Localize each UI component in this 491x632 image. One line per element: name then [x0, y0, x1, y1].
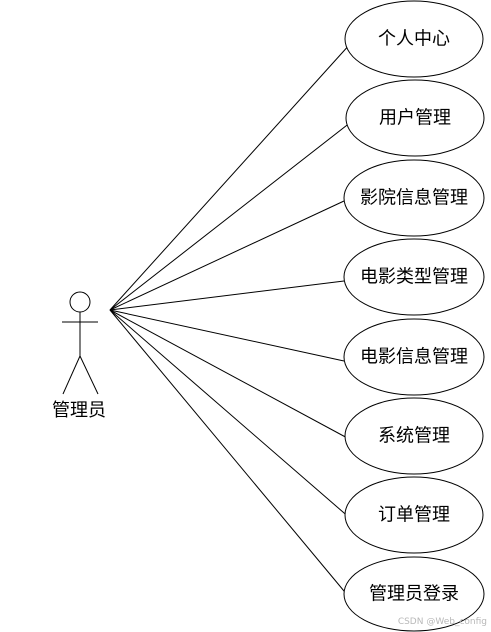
association-line-admin-login — [109, 309, 350, 598]
association-line-cinema-info-management — [109, 200, 345, 311]
association-lines — [109, 42, 352, 598]
use-case-ellipse — [344, 476, 484, 554]
use-case-cinema-info-management: 影院信息管理 — [343, 159, 485, 237]
actor-right-leg — [79, 355, 99, 395]
use-case-ellipse — [343, 159, 485, 237]
use-case-admin-login: 管理员登录 — [343, 556, 485, 632]
use-case-label: 管理员登录 — [369, 584, 459, 605]
association-line-movie-type-management — [109, 280, 345, 311]
use-case-label: 系统管理 — [378, 426, 450, 447]
use-case-system-management: 系统管理 — [344, 397, 484, 475]
use-case-ellipse — [343, 318, 485, 396]
association-line-user-management — [109, 121, 352, 311]
actor-administrator — [62, 291, 99, 395]
association-line-order-management — [109, 309, 352, 520]
use-case-label: 个人中心 — [378, 29, 450, 50]
use-case-user-management: 用户管理 — [345, 79, 485, 157]
watermark-text: CSDN @Web_config — [398, 617, 487, 627]
use-case-label: 订单管理 — [378, 505, 450, 526]
use-case-movie-info-management: 电影信息管理 — [343, 318, 485, 396]
association-line-system-management — [109, 309, 352, 441]
use-case-ellipse — [345, 79, 485, 157]
use-case-movie-type-management: 电影类型管理 — [343, 238, 485, 316]
association-line-personal-center — [109, 42, 352, 311]
use-case-ellipse — [343, 556, 485, 632]
use-case-label: 电影信息管理 — [360, 347, 468, 368]
association-line-movie-info-management — [109, 309, 345, 362]
actor-head — [69, 291, 91, 313]
use-case-ellipse — [344, 0, 484, 78]
use-case-label: 用户管理 — [379, 108, 451, 129]
use-case-ellipse — [343, 238, 485, 316]
use-case-label: 电影类型管理 — [360, 267, 468, 288]
actor-left-leg — [62, 355, 81, 395]
use-case-personal-center: 个人中心 — [344, 0, 484, 78]
use-case-order-management: 订单管理 — [344, 476, 484, 554]
actor-label: 管理员 — [52, 400, 106, 421]
use-case-label: 影院信息管理 — [360, 188, 468, 209]
use-case-ellipse — [344, 397, 484, 475]
